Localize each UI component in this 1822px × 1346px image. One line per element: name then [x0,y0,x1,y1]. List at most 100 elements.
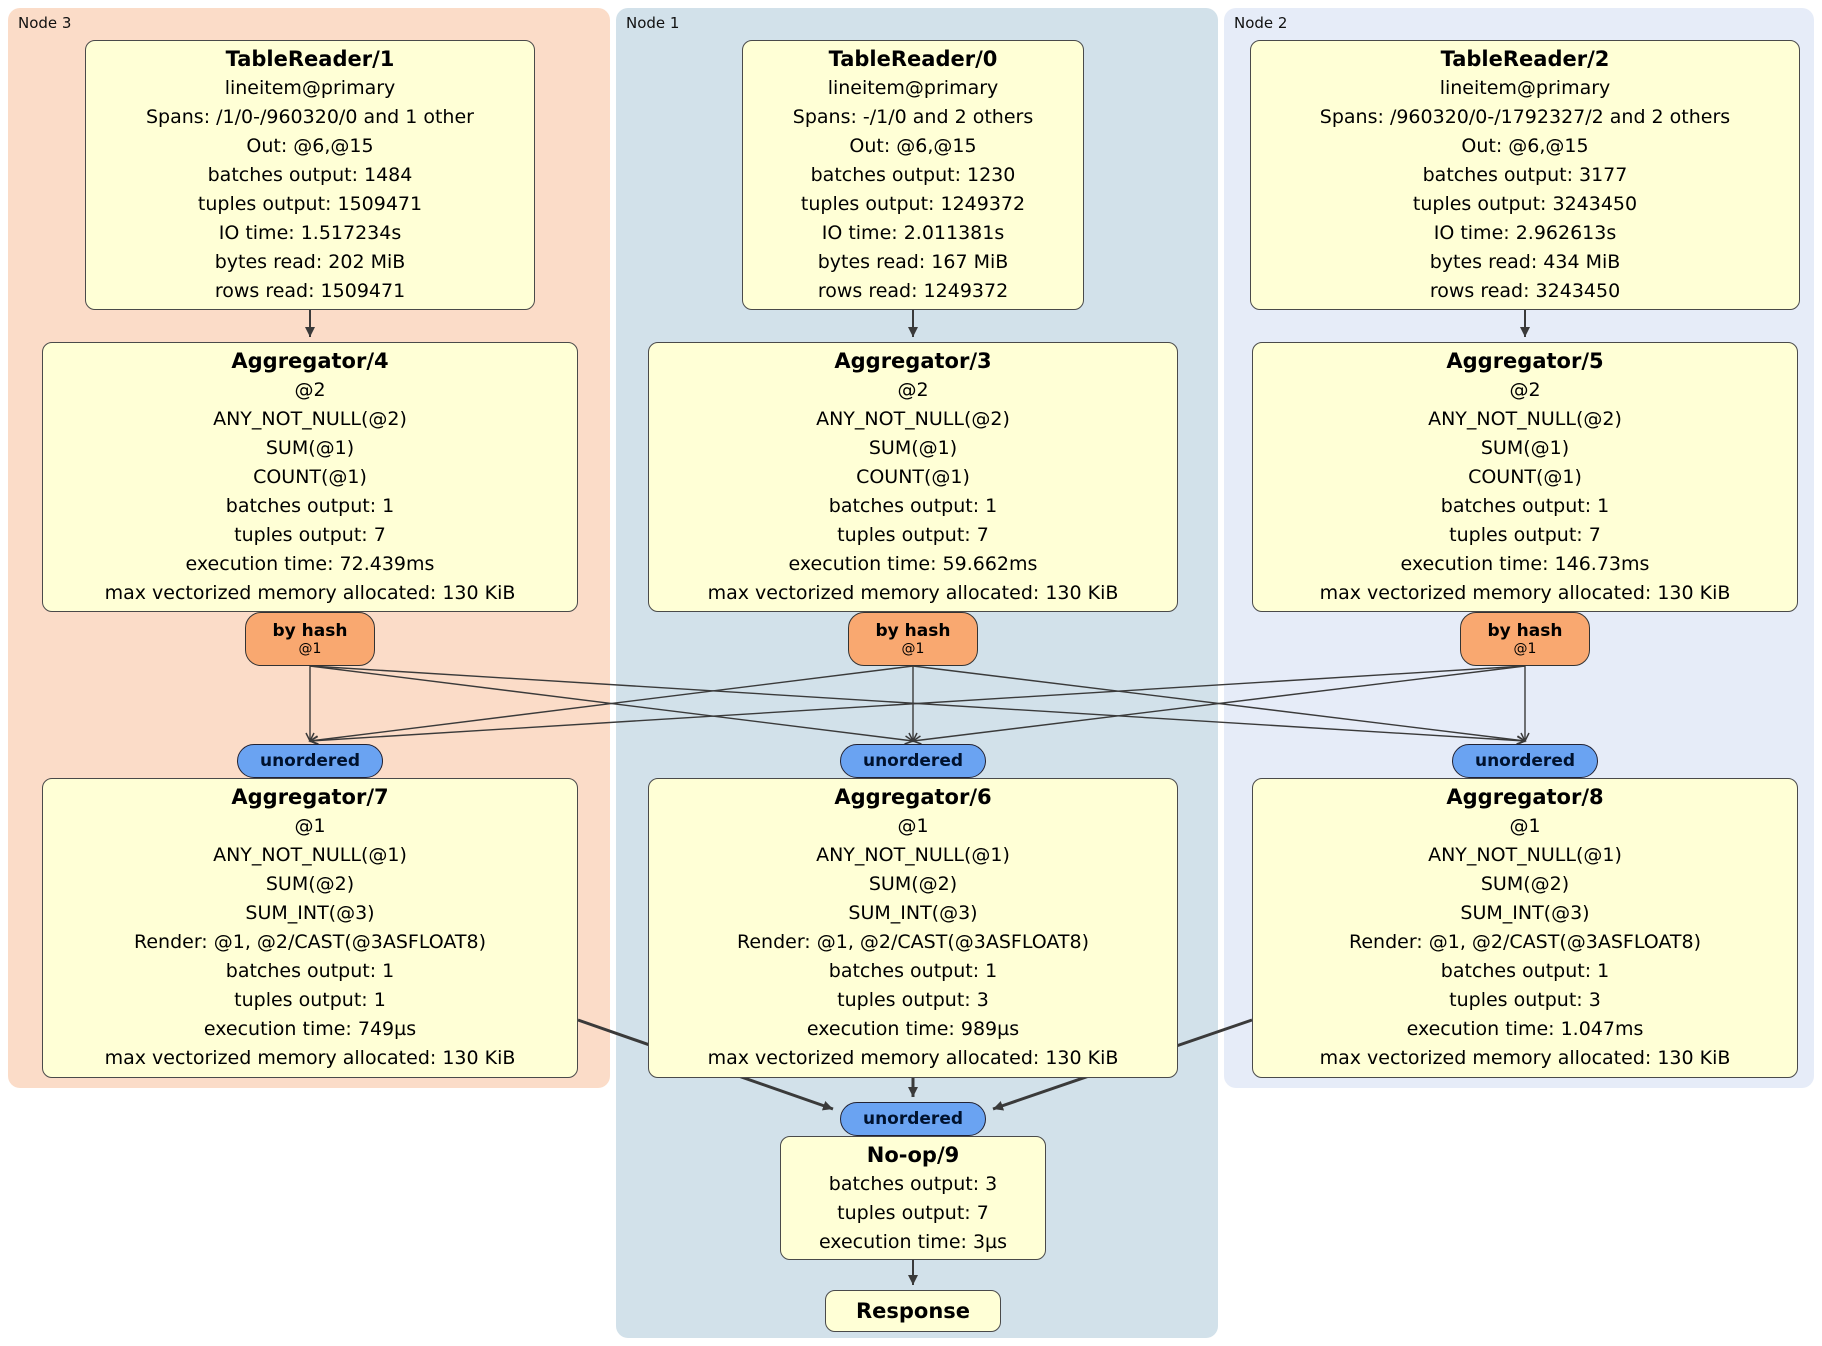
box-line: tuples output: 7 [234,524,386,546]
box-line: @2 [1509,379,1541,401]
box-line: SUM(@1) [265,437,355,459]
box-line: execution time: 72.439ms [185,553,435,575]
box-line: Render: @1, @2/CAST(@3ASFLOAT8) [1349,931,1701,953]
box-line: ANY_NOT_NULL(@2) [213,408,407,430]
box-line: tuples output: 1249372 [800,193,1026,215]
box-line: max vectorized memory allocated: 130 KiB [104,1047,516,1069]
box-line: bytes read: 202 MiB [214,251,406,273]
box-line: batches output: 1 [1440,495,1610,517]
panel-node-3-label: Node 3 [18,14,72,32]
box-line: rows read: 1509471 [214,280,406,302]
box-line: rows read: 3243450 [1429,280,1621,302]
panel-node-1-label: Node 1 [626,14,680,32]
box-line: SUM(@2) [265,873,355,895]
sync-unordered-final: unordered [840,1102,986,1136]
box-line: batches output: 1 [828,495,998,517]
box-title: Aggregator/4 [231,349,389,373]
box-line: lineitem@primary [224,77,396,99]
box-line: ANY_NOT_NULL(@2) [1428,408,1622,430]
box-line: max vectorized memory allocated: 130 KiB [707,1047,1119,1069]
box-line: tuples output: 3243450 [1412,193,1638,215]
box-line: lineitem@primary [827,77,999,99]
box-line: execution time: 1.047ms [1406,1018,1644,1040]
box-line: batches output: 3 [828,1173,998,1195]
box-line: max vectorized memory allocated: 130 KiB [104,582,516,604]
box-line: tuples output: 7 [1449,524,1601,546]
box-line: tuples output: 7 [837,1202,989,1224]
box-line: Render: @1, @2/CAST(@3ASFLOAT8) [134,931,486,953]
box-line: SUM_INT(@3) [1460,902,1590,924]
box-line: Render: @1, @2/CAST(@3ASFLOAT8) [737,931,1089,953]
box-line: max vectorized memory allocated: 130 KiB [1319,582,1731,604]
noop-9-box: No-op/9 batches output: 3 tuples output: … [780,1136,1046,1260]
box-line: ANY_NOT_NULL(@1) [213,844,407,866]
box-line: Out: @6,@15 [1461,135,1589,157]
sync-label: unordered [259,751,361,771]
box-title: TableReader/2 [1440,47,1610,71]
box-line: tuples output: 7 [837,524,989,546]
router-label: by hash [272,620,348,641]
box-line: batches output: 3177 [1422,164,1628,186]
box-line: SUM_INT(@3) [848,902,978,924]
box-line: SUM_INT(@3) [245,902,375,924]
box-line: batches output: 1230 [810,164,1016,186]
box-line: max vectorized memory allocated: 130 KiB [707,582,1119,604]
box-title: Aggregator/7 [231,785,389,809]
sync-label: unordered [862,751,964,771]
box-line: Out: @6,@15 [246,135,374,157]
box-title: Aggregator/3 [834,349,992,373]
box-title: Aggregator/8 [1446,785,1604,809]
router-sub: @1 [1513,640,1537,657]
box-line: IO time: 2.011381s [821,222,1005,244]
box-line: SUM(@2) [1480,873,1570,895]
box-line: @2 [897,379,929,401]
box-line: execution time: 146.73ms [1400,553,1650,575]
sync-unordered-node3: unordered [237,744,383,778]
box-line: SUM(@1) [868,437,958,459]
router-by-hash-node2: by hash @1 [1460,612,1590,666]
box-line: IO time: 2.962613s [1433,222,1617,244]
box-line: max vectorized memory allocated: 130 KiB [1319,1047,1731,1069]
box-line: Spans: /1/0-/960320/0 and 1 other [146,106,474,128]
box-line: batches output: 1 [225,960,395,982]
box-line: COUNT(@1) [856,466,970,488]
box-line: IO time: 1.517234s [218,222,402,244]
box-line: execution time: 749µs [203,1018,417,1040]
box-line: SUM(@2) [868,873,958,895]
box-title: Aggregator/6 [834,785,992,809]
box-line: tuples output: 3 [1449,989,1601,1011]
edge-hash2-sync1 [911,665,1526,745]
box-line: execution time: 989µs [806,1018,1020,1040]
box-line: Out: @6,@15 [849,135,977,157]
box-title: No-op/9 [866,1143,960,1167]
sync-label: unordered [1474,751,1576,771]
box-line: @1 [1509,815,1541,837]
box-line: rows read: 1249372 [817,280,1009,302]
box-line: COUNT(@1) [253,466,367,488]
box-line: @1 [897,815,929,837]
router-label: by hash [875,620,951,641]
box-line: Spans: -/1/0 and 2 others [792,106,1034,128]
box-line: ANY_NOT_NULL(@2) [816,408,1010,430]
box-line: lineitem@primary [1439,77,1611,99]
router-sub: @1 [901,640,925,657]
router-sub: @1 [298,640,322,657]
box-line: @1 [294,815,326,837]
sync-unordered-node2: unordered [1452,744,1598,778]
box-line: bytes read: 167 MiB [817,251,1009,273]
